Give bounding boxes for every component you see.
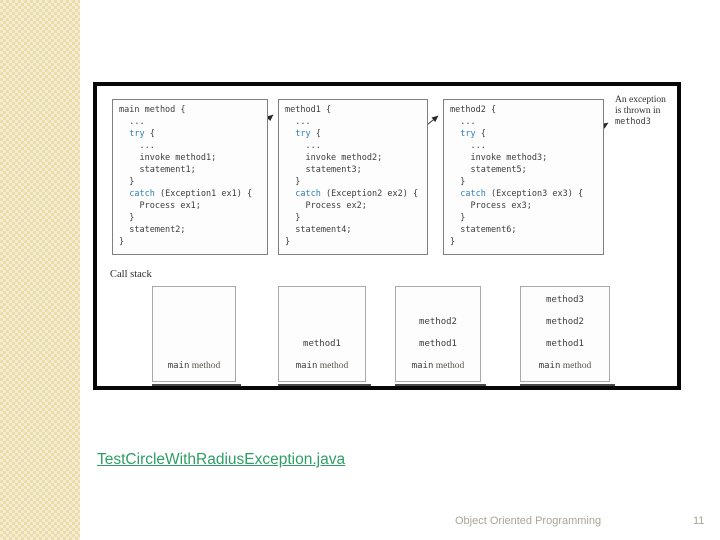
code-line: }: [119, 177, 135, 187]
code-line: }: [450, 237, 456, 247]
code-line: statement1;: [119, 165, 196, 175]
code-line: ...: [285, 117, 311, 127]
footer-course-title: Object Oriented Programming: [455, 515, 602, 527]
code-line: method2 {: [450, 105, 497, 115]
code-line: ...: [119, 117, 145, 127]
code-line: main method {: [119, 105, 186, 115]
code-line: method1 {: [285, 105, 332, 115]
code-line: Process ex2;: [285, 201, 367, 211]
stack-frame: main method: [295, 361, 349, 371]
stack-frame: main method: [167, 361, 221, 371]
code-line: }: [285, 237, 291, 247]
page-number: 11: [693, 515, 705, 527]
stack-frame: method2: [419, 317, 457, 327]
code-line: invoke method1;: [119, 153, 217, 163]
code-line: }: [119, 213, 135, 223]
annotation-method-name: method3: [615, 117, 651, 127]
annotation-line: is thrown in: [615, 106, 661, 116]
code-line: }: [450, 213, 466, 223]
annotation-line: An exception: [615, 95, 666, 105]
stack-frame: main method: [538, 361, 592, 371]
code-line: catch (Exception2 ex2) {: [295, 189, 419, 199]
code-line: }: [119, 237, 125, 247]
code-line: Process ex1;: [119, 201, 201, 211]
call-stack-state-3: method2 method1 main method: [395, 286, 486, 386]
code-line: catch (Exception1 ex1) {: [129, 189, 253, 199]
code-line: ...: [285, 141, 321, 151]
code-line: ...: [450, 141, 486, 151]
sidebar-texture: [0, 0, 80, 540]
stack-frame: main method: [411, 361, 465, 371]
code-box-method1: method1 { ... try { ... invoke method2; …: [278, 99, 428, 255]
code-line: try {: [295, 129, 321, 139]
code-box-main-method: main method { ... try { ... invoke metho…: [112, 99, 268, 255]
call-stack-state-4: method3 method2 method1 main method: [520, 286, 615, 386]
code-line: try {: [129, 129, 155, 139]
code-line: statement6;: [450, 225, 517, 235]
code-line: try {: [460, 129, 486, 139]
exception-annotation: An exception is thrown in method3: [615, 95, 677, 128]
code-line: }: [450, 177, 466, 187]
code-line: statement3;: [285, 165, 362, 175]
code-line: statement4;: [285, 225, 352, 235]
stack-frame: method1: [419, 339, 457, 349]
stack-frame: method3: [546, 295, 584, 305]
code-line: invoke method2;: [285, 153, 383, 163]
call-stack-label: Call stack: [110, 269, 152, 280]
exception-propagation-figure: An exception is thrown in method3 Call s…: [93, 82, 681, 390]
stack-frame: method1: [303, 339, 341, 349]
code-line: }: [285, 213, 301, 223]
code-line: statement2;: [119, 225, 186, 235]
code-line: catch (Exception3 ex3) {: [460, 189, 584, 199]
code-line: ...: [119, 141, 155, 151]
code-line: ...: [450, 117, 476, 127]
code-line: statement5;: [450, 165, 527, 175]
call-stack-state-1: main method: [152, 286, 241, 386]
stack-frame: method1: [546, 339, 584, 349]
code-line: invoke method3;: [450, 153, 548, 163]
file-link[interactable]: TestCircleWithRadiusException.java: [97, 451, 346, 468]
code-box-method2: method2 { ... try { ... invoke method3; …: [443, 99, 604, 255]
call-stack-state-2: method1 main method: [278, 286, 371, 386]
code-line: }: [285, 177, 301, 187]
stack-frame: method2: [546, 317, 584, 327]
code-line: Process ex3;: [450, 201, 532, 211]
